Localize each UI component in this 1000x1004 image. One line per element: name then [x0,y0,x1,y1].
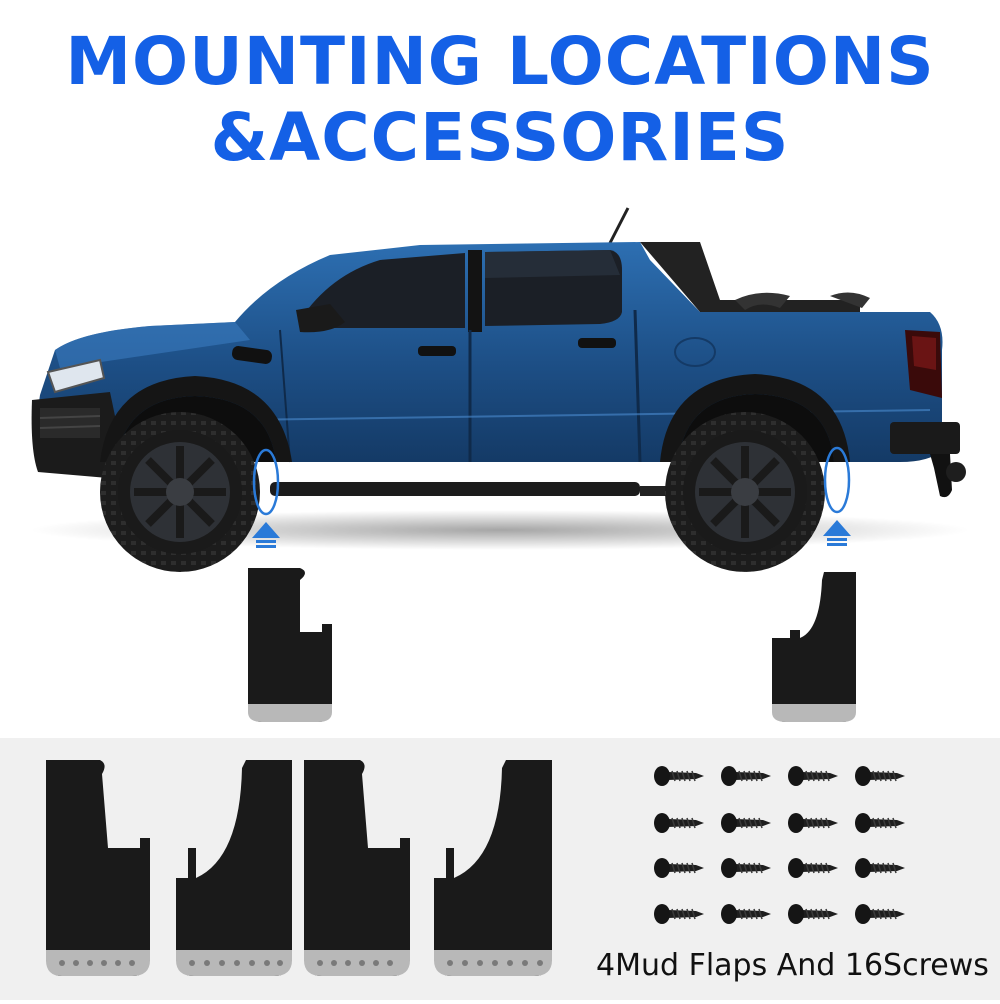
truck-illustration [30,207,970,722]
screw-icon [721,904,771,924]
screw-icon [788,904,838,924]
front-window [300,253,465,328]
accessories-illustration [46,760,905,976]
rear-fender-flare [660,374,850,462]
front-flap-preview [248,568,332,722]
rear-wheel [665,412,825,572]
rear-arrow-icon [823,520,851,546]
screw-icon [855,766,905,786]
screw-icon [721,766,771,786]
heading-line-2: &ACCESSORIES [210,99,790,176]
front-wheel [100,412,260,572]
screw-icon [855,904,905,924]
rear-door-handle [578,338,616,348]
sport-bar [640,242,860,312]
screw-icon [721,858,771,878]
screw-icon [855,813,905,833]
screw-icon [788,858,838,878]
screws-grid [654,766,905,924]
mud-flap-4 [434,760,552,976]
heading-line-1: MOUNTING LOCATIONS [65,23,935,100]
screw-icon [654,766,704,786]
screw-icon [654,858,704,878]
screw-icon [855,858,905,878]
side-step [270,482,640,496]
mud-flap-3 [304,760,410,976]
front-door-handle [418,346,456,356]
screw-icon [721,813,771,833]
screw-icon [654,904,704,924]
mud-flap-1 [46,760,150,976]
side-mirror [296,304,345,333]
front-fender-flare [100,376,292,462]
rear-flap-preview [772,572,856,722]
front-arrow-icon [252,522,280,548]
mud-flap-2 [176,760,292,976]
headlight [46,358,106,394]
tow-hitch [930,454,952,498]
accessories-panel: 4Mud Flaps And 16Screws [0,738,1000,1000]
rear-bumper [890,422,960,454]
screw-icon [788,813,838,833]
screw-icon [788,766,838,786]
antenna [608,207,630,244]
kit-caption: 4Mud Flaps And 16Screws [596,948,989,983]
rear-mount-marker [823,446,851,514]
screw-icon [654,813,704,833]
front-mount-marker [252,448,280,516]
